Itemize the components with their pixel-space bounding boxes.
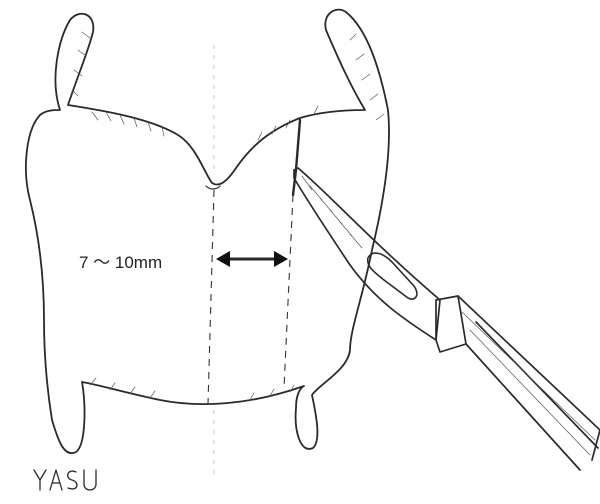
- measurement-arrow: [216, 251, 288, 267]
- superior-horn-shading-right: [350, 34, 384, 120]
- scalpel-ferrule: [436, 296, 466, 352]
- signature-drawing: [34, 470, 96, 490]
- measurement-label: 7 ～ 10mm: [79, 248, 162, 273]
- upper-shading: [92, 106, 318, 140]
- thyroid-notch: [206, 186, 220, 189]
- cartilage-outline: [26, 10, 389, 454]
- handle-shading: [462, 312, 595, 455]
- scalpel-handle: [458, 296, 600, 470]
- scalpel: [294, 168, 600, 470]
- incision-line-left: [208, 190, 214, 404]
- incision-line-right: [284, 195, 293, 388]
- scalpel-blade: [294, 168, 440, 340]
- blade-slot: [368, 253, 417, 299]
